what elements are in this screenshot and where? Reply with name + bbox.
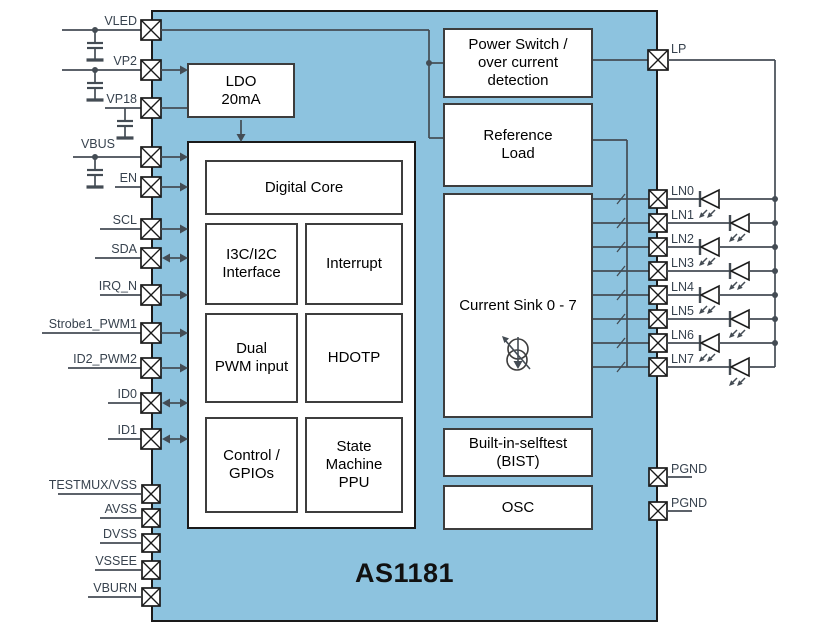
left-pin-avss-label: AVSS: [105, 502, 137, 516]
ln7-led-emission-icon: [739, 377, 746, 384]
left-pin-vp18-label: VP18: [106, 92, 137, 106]
ln3-led-emission-icon: [739, 281, 746, 288]
ln5-rail-junction-dot: [772, 316, 778, 322]
ln3-led-emission-icon: [731, 281, 738, 288]
left-pin-vled-label: VLED: [104, 14, 137, 28]
left-pin-id0-label: ID0: [118, 387, 138, 401]
ln7-led-emission-icon: [731, 377, 738, 384]
left-pin-sda-label: SDA: [111, 242, 137, 256]
ln3-led-emission-icon-head: [729, 284, 735, 290]
left-pin-vp2-capacitor-icon-junction-dot: [92, 67, 98, 73]
ln2-led-emission-icon: [709, 257, 716, 264]
block-hdotp: HDOTP: [305, 313, 403, 403]
block-power-switch: Power Switch / over current detection: [443, 28, 593, 98]
ln4-rail-junction-dot: [772, 292, 778, 298]
block-ldo: LDO 20mA: [187, 63, 295, 118]
ln0-led-emission-icon-head: [699, 212, 705, 218]
left-pin-en-label: EN: [120, 171, 137, 185]
left-pin-strobe1-pwm1-label: Strobe1_PWM1: [49, 317, 137, 331]
ln6-led-emission-icon-head: [699, 356, 705, 362]
ln7-led-emission-icon-head: [729, 380, 735, 386]
left-pin-scl-label: SCL: [113, 213, 137, 227]
left-pin-vbus-label: VBUS: [81, 137, 115, 151]
left-pin-vssee-label: VSSEE: [95, 554, 137, 568]
ln2-rail-junction-dot: [772, 244, 778, 250]
ln4-led-emission-icon: [701, 305, 708, 312]
ln2-led-icon: [699, 236, 720, 258]
block-control-gpios: Control / GPIOs: [205, 417, 298, 513]
ln4-led-emission-icon-head: [707, 308, 713, 314]
left-pin-vburn-label: VBURN: [93, 581, 137, 595]
block-digital-core: Digital Core: [205, 160, 403, 215]
ln6-pin-label: LN6: [671, 328, 694, 342]
ln6-rail-junction-dot: [772, 340, 778, 346]
block-bist: Built-in-selftest (BIST): [443, 428, 593, 477]
ln0-led-emission-icon: [709, 209, 716, 216]
left-pin-vled-capacitor-icon-junction-dot: [92, 27, 98, 33]
block-state-machine-ppu: State Machine PPU: [305, 417, 403, 513]
ln3-rail-junction-dot: [772, 268, 778, 274]
left-pin-irq-n-label: IRQ_N: [99, 279, 137, 293]
ln6-led-emission-icon-head: [707, 356, 713, 362]
lp-pin-label: LP: [671, 42, 686, 56]
ln1-rail-junction-dot: [772, 220, 778, 226]
ln2-led-emission-icon-head: [707, 260, 713, 266]
ln6-led-emission-icon: [709, 353, 716, 360]
left-pin-id2-pwm2-label: ID2_PWM2: [73, 352, 137, 366]
ln7-led-emission-icon-head: [737, 380, 743, 386]
ln0-led-emission-icon: [701, 209, 708, 216]
ln1-led-emission-icon: [731, 233, 738, 240]
ln1-led-emission-icon: [739, 233, 746, 240]
pgnd1-pin-label: PGND: [671, 496, 707, 510]
ln6-led-emission-icon: [701, 353, 708, 360]
ln1-led-emission-icon-head: [737, 236, 743, 242]
ln2-pin-label: LN2: [671, 232, 694, 246]
ln2-led-emission-icon: [701, 257, 708, 264]
left-pin-vp2-label: VP2: [113, 54, 137, 68]
ln7-led-icon: [729, 356, 750, 378]
ln4-led-emission-icon: [709, 305, 716, 312]
ln0-led-emission-icon-head: [707, 212, 713, 218]
ln5-pin-label: LN5: [671, 304, 694, 318]
block-dual-pwm-input: Dual PWM input: [205, 313, 298, 403]
ln1-pin-label: LN1: [671, 208, 694, 222]
ln3-led-emission-icon-head: [737, 284, 743, 290]
ln7-pin-label: LN7: [671, 352, 694, 366]
block-osc: OSC: [443, 485, 593, 530]
chip-title: AS1181: [354, 558, 455, 588]
ln1-led-emission-icon-head: [729, 236, 735, 242]
block-interrupt: Interrupt: [305, 223, 403, 305]
ln4-pin-label: LN4: [671, 280, 694, 294]
ln5-led-emission-icon-head: [729, 332, 735, 338]
ln5-led-emission-icon: [739, 329, 746, 336]
pgnd0-pin-label: PGND: [671, 462, 707, 476]
block-reference-load: Reference Load: [443, 103, 593, 187]
ln4-led-emission-icon-head: [699, 308, 705, 314]
ln2-led-emission-icon-head: [699, 260, 705, 266]
block-current-sink: Current Sink 0 - 7: [443, 193, 593, 418]
ln0-led-icon: [699, 188, 720, 210]
left-pin-vbus-capacitor-icon-junction-dot: [92, 154, 98, 160]
ln6-led-icon: [699, 332, 720, 354]
ln0-pin-label: LN0: [671, 184, 694, 198]
left-pin-dvss-label: DVSS: [103, 527, 137, 541]
ln5-led-emission-icon-head: [737, 332, 743, 338]
ln0-rail-junction-dot: [772, 196, 778, 202]
ln5-led-emission-icon: [731, 329, 738, 336]
ln5-led-icon: [729, 308, 750, 330]
ln4-led-icon: [699, 284, 720, 306]
block-i3c-i2c-interface: I3C/I2C Interface: [205, 223, 298, 305]
ln3-led-icon: [729, 260, 750, 282]
ln1-led-icon: [729, 212, 750, 234]
ln3-pin-label: LN3: [671, 256, 694, 270]
left-pin-id1-label: ID1: [118, 423, 138, 437]
left-pin-testmux-vss-label: TESTMUX/VSS: [49, 478, 137, 492]
